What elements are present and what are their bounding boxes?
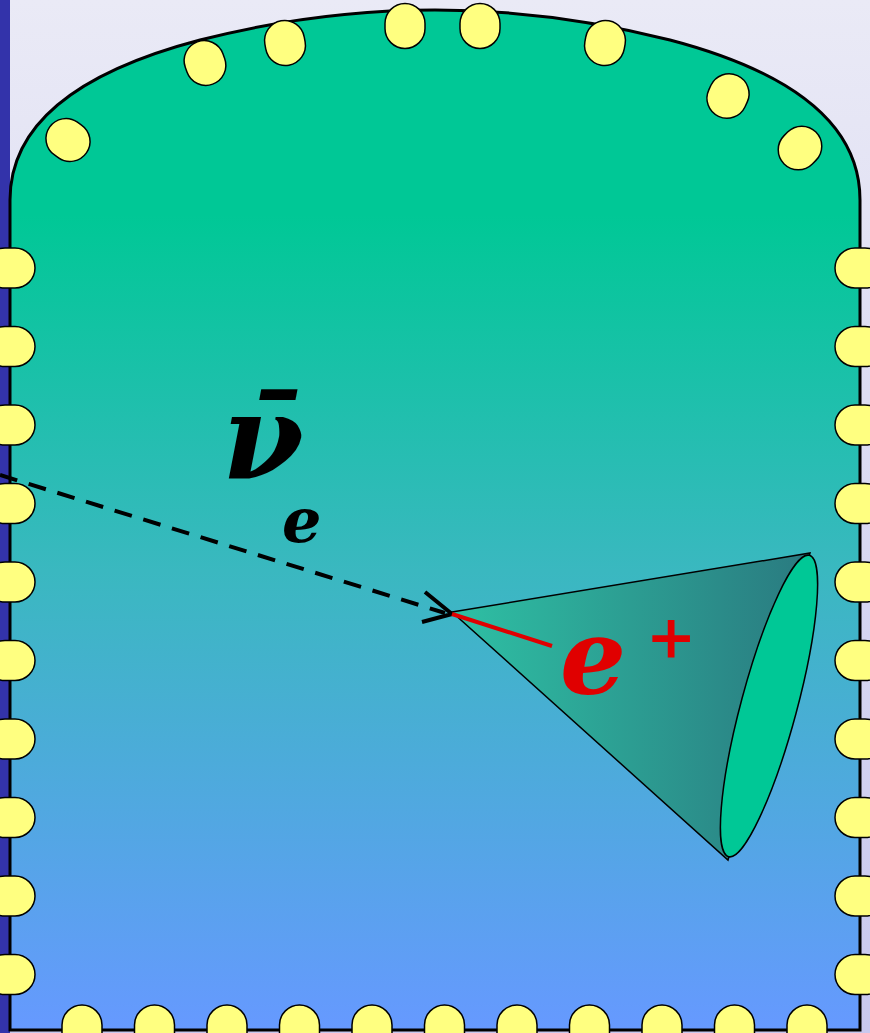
neutrino-symbol: ν̄ xyxy=(222,378,304,496)
pmt xyxy=(642,1005,682,1033)
pmt xyxy=(581,17,628,68)
neutrino-flavour-subscript: e xyxy=(282,490,321,552)
pmt xyxy=(835,405,870,445)
pmt xyxy=(497,1005,537,1033)
pmt xyxy=(0,719,35,759)
cone-ring xyxy=(702,548,837,864)
pmt xyxy=(787,1005,827,1033)
pmt xyxy=(0,798,35,838)
pmt xyxy=(62,1005,102,1033)
pmt xyxy=(0,484,35,524)
detector-tank xyxy=(10,10,860,1030)
pmt xyxy=(0,327,35,367)
pmt xyxy=(835,641,870,681)
pmt xyxy=(835,327,870,367)
pmt xyxy=(179,35,232,91)
pmt xyxy=(207,1005,247,1033)
pmt xyxy=(570,1005,610,1033)
photomultiplier-tubes xyxy=(0,4,870,1033)
pmt xyxy=(770,118,830,178)
pmt xyxy=(835,719,870,759)
pmt xyxy=(835,876,870,916)
pmt xyxy=(0,641,35,681)
neutrino-arrowhead xyxy=(422,592,452,622)
positron-symbol: e xyxy=(560,606,626,710)
pmt xyxy=(835,562,870,602)
positron-track xyxy=(452,614,552,646)
pmt xyxy=(38,111,98,170)
pmt xyxy=(352,1005,392,1033)
pmt xyxy=(835,798,870,838)
pmt xyxy=(261,17,308,68)
pmt xyxy=(835,955,870,995)
pmt xyxy=(0,876,35,916)
pmt xyxy=(135,1005,175,1033)
pmt xyxy=(0,955,35,995)
pmt xyxy=(700,67,755,125)
pmt xyxy=(715,1005,755,1033)
pmt xyxy=(425,1005,465,1033)
pmt xyxy=(385,4,425,49)
pmt xyxy=(835,248,870,288)
positron-charge: + xyxy=(646,606,696,666)
pmt xyxy=(835,484,870,524)
pmt xyxy=(0,562,35,602)
pmt xyxy=(280,1005,320,1033)
pmt xyxy=(460,4,500,49)
pmt xyxy=(0,405,35,445)
pmt xyxy=(0,248,35,288)
